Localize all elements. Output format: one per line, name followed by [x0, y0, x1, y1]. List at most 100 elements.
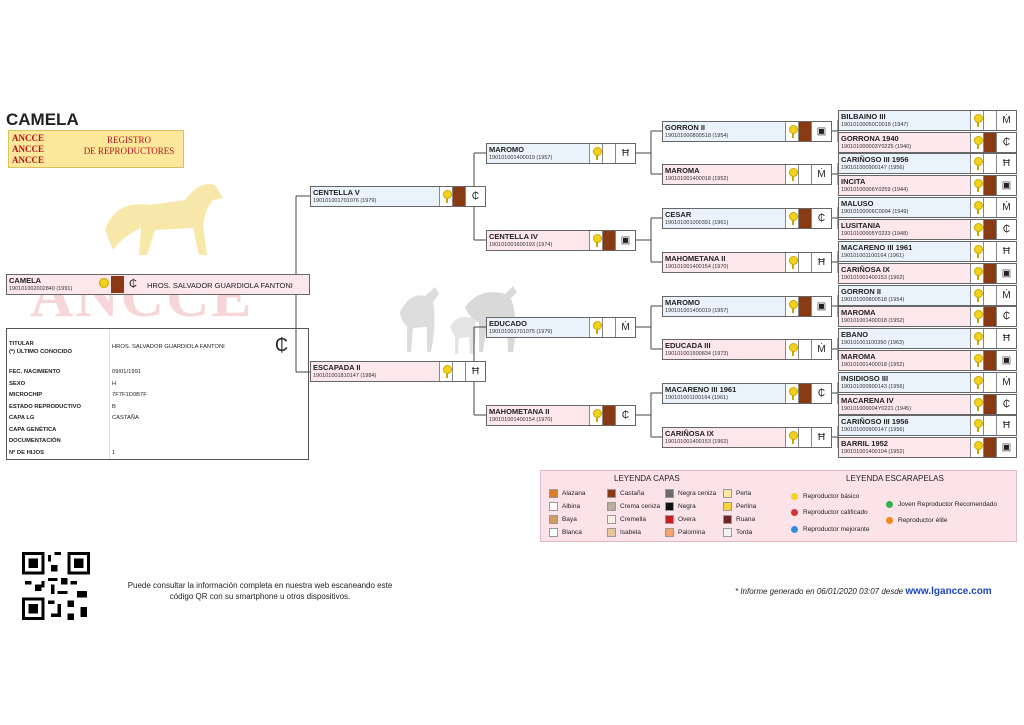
label-num-hijos: Nº DE HIJOS — [9, 450, 44, 456]
rosette-legend-label: Joven Reproductor Recomendado — [898, 501, 998, 509]
horse-name: MALUSO — [841, 199, 874, 208]
brand-mark-icon: ▣ — [811, 297, 831, 316]
coat-color-swatch — [723, 502, 732, 511]
brand-mark-icon: ▣ — [615, 231, 635, 250]
horse-name: GORRON II — [841, 287, 882, 296]
rosette-icon — [791, 493, 798, 500]
horse-reg: 190101001600193 (1974) — [489, 242, 553, 248]
ribbon-icon — [589, 406, 602, 425]
site-link[interactable]: www.lgancce.com — [905, 586, 992, 597]
coat-swatch — [983, 286, 996, 305]
value-microchip: 7F7F1D0B7F — [112, 392, 147, 398]
ribbon-icon — [970, 351, 983, 370]
ribbon-icon — [785, 122, 798, 141]
horse-reg: 190101000900147 (1956) — [841, 427, 905, 433]
ribbon-icon — [785, 340, 798, 359]
coat-legend-item: Negra — [665, 502, 696, 511]
rosette-legend-label: Reproductor mejorante — [803, 526, 870, 534]
brand-mark-icon: Ħ — [996, 329, 1016, 348]
coat-legend-label: Palomina — [678, 529, 706, 537]
horse-name: EBANO — [841, 330, 869, 339]
page-title: CAMELA — [6, 110, 79, 129]
coat-legend-label: Alazana — [562, 490, 586, 498]
horse-reg: 190101002002840 (1991) — [9, 286, 73, 292]
horse-reg: 19010100050C0018 (1947) — [841, 122, 909, 128]
coat-legend-label: Negra — [678, 503, 696, 511]
logo-brand-3: ANCCE — [12, 155, 45, 165]
coat-swatch — [602, 318, 615, 337]
ribbon-icon — [970, 220, 983, 239]
rosette-legend-item: Reproductor mejorante — [791, 526, 869, 533]
ribbon-icon — [785, 384, 798, 403]
coat-color-swatch — [665, 502, 674, 511]
horse-reg: 190101001400104 (1952) — [841, 449, 905, 455]
horse-reg: 19010100006C0094 (1949) — [841, 209, 909, 215]
coat-swatch — [983, 373, 996, 392]
coat-legend-item: Ruana — [723, 515, 755, 524]
horse-reg: 190101001810147 (1984) — [313, 373, 377, 379]
coat-swatch — [983, 198, 996, 217]
horse-reg: 19010100005Y0233 (1948) — [841, 231, 908, 237]
brand-mark-icon: ₵ — [465, 187, 485, 206]
coat-legend-label: Crema ceniza — [620, 503, 661, 511]
ribbon-icon — [970, 264, 983, 283]
brand-mark-icon: ₵ — [996, 220, 1016, 239]
ribbon-icon — [970, 198, 983, 217]
coat-color-swatch — [665, 489, 674, 498]
coat-swatch — [983, 307, 996, 326]
horse-reg: 190101000800518 (1954) — [665, 133, 729, 139]
coat-legend-item: Cremella — [607, 515, 646, 524]
logo-registry-line2: DE REPRODUCTORES — [83, 146, 175, 156]
horse-name: EDUCADA III — [665, 341, 711, 350]
ribbon-icon — [970, 373, 983, 392]
horse-reg: 190101000900143 (1956) — [841, 384, 905, 390]
horse-reg: 190101000900147 (1956) — [841, 165, 905, 171]
rosette-icon — [886, 517, 893, 524]
coat-color-swatch — [723, 528, 732, 537]
brand-mark-icon: Ħ — [465, 362, 485, 381]
coat-legend-label: Overa — [678, 516, 696, 524]
horse-reg: 190101001400019 (1957) — [489, 155, 553, 161]
ribbon-icon — [785, 165, 798, 184]
logo-registry: REGISTRO DE REPRODUCTORES — [79, 135, 179, 157]
coat-color-swatch — [723, 489, 732, 498]
rosette-legend-label: Reproductor calificado — [803, 509, 868, 517]
coat-legend-item: Negra ceniza — [665, 489, 716, 498]
subject-horse-box[interactable]: CAMELA 190101002002840 (1991) ₵ HROS. SA… — [6, 274, 310, 295]
logo-brand-1: ANCCE — [12, 133, 45, 143]
value-titular: HROS. SALVADOR GUARDIOLA FANTONI — [112, 344, 225, 350]
horse-reg: 190101001400153 (1962) — [841, 275, 905, 281]
coat-swatch — [798, 253, 811, 272]
coat-legend-label: Negra ceniza — [678, 490, 717, 498]
